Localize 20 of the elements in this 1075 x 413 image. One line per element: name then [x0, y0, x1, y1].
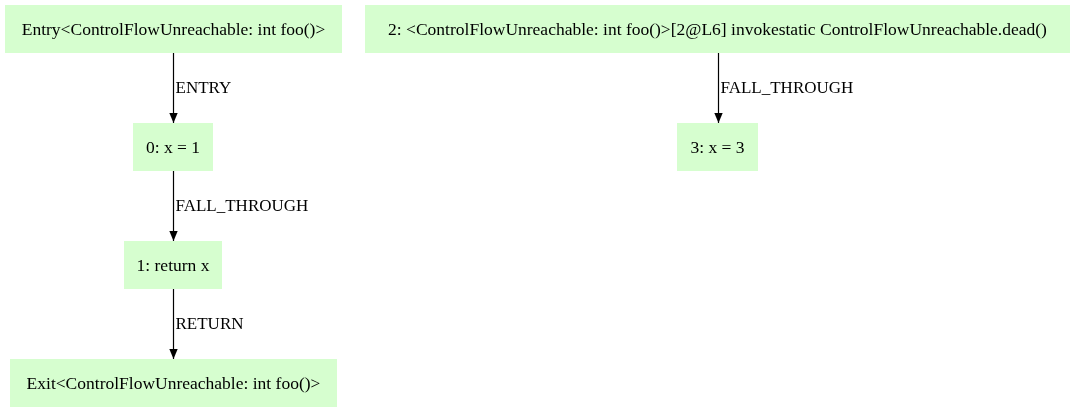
arrow — [714, 52, 723, 124]
node-label: 2: <ControlFlowUnreachable: int foo()>[2@L6] invokestatic ControlFlowUnreachable.dead() — [388, 18, 1047, 40]
process-box — [677, 123, 758, 171]
edge-label: ENTRY — [175, 78, 232, 98]
process-box — [124, 241, 222, 289]
arrow — [169, 170, 178, 242]
node-label: 3: x = 3 — [690, 136, 745, 158]
edge-label: RETURN — [175, 314, 244, 334]
node-label: Exit<ControlFlowUnreachable: int foo()> — [26, 372, 321, 394]
arrow — [169, 288, 178, 360]
node-label: Entry<ControlFlowUnreachable: int foo()> — [21, 18, 326, 40]
node-label: 1: return x — [136, 254, 210, 276]
arrow — [169, 52, 178, 124]
edge-label: FALL_THROUGH — [175, 196, 309, 216]
process-box — [5, 5, 342, 53]
node-label: 0: x = 1 — [145, 136, 201, 158]
edge-label: FALL_THROUGH — [720, 78, 854, 98]
process-box — [133, 123, 213, 171]
process-box — [10, 359, 337, 407]
process-box — [365, 5, 1070, 53]
